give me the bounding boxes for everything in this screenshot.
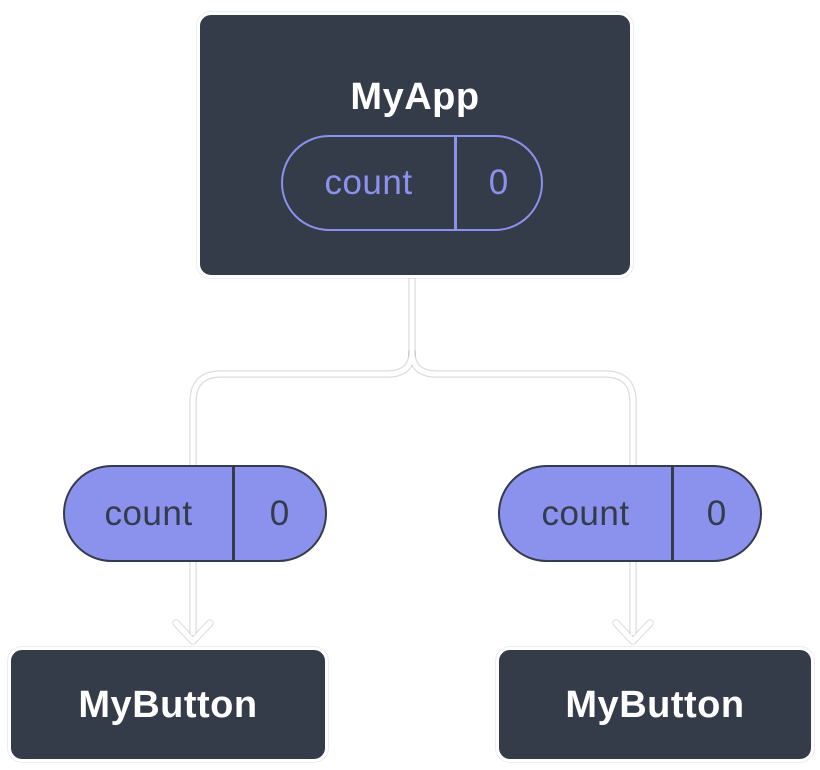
state-pill-value: 0 bbox=[488, 163, 509, 202]
prop-pill-divider bbox=[232, 467, 235, 560]
prop-pill-name: count bbox=[104, 493, 193, 533]
component-title: MyButton bbox=[565, 683, 745, 726]
state-pill-name: count bbox=[324, 163, 413, 202]
state-pill: count 0 bbox=[281, 135, 543, 231]
fork-line-right bbox=[409, 349, 636, 469]
prop-pill-name: count bbox=[541, 493, 630, 533]
component-title: MyApp bbox=[350, 76, 480, 118]
component-title: MyButton bbox=[78, 683, 258, 726]
prop-pill-left: count 0 bbox=[63, 465, 327, 562]
state-pill-divider bbox=[454, 137, 457, 229]
component-card-mybutton-left: MyButton bbox=[8, 647, 328, 762]
fork-line-right-halo bbox=[408, 348, 637, 470]
prop-pill-value: 0 bbox=[706, 493, 727, 533]
prop-pill-divider bbox=[671, 467, 674, 560]
arrowhead-left bbox=[173, 620, 213, 644]
arrowhead-right bbox=[613, 620, 653, 644]
component-card-myapp: MyApp count 0 bbox=[197, 12, 633, 278]
prop-pill-right: count 0 bbox=[498, 465, 762, 562]
prop-pill-value: 0 bbox=[269, 493, 290, 533]
component-card-mybutton-right: MyButton bbox=[496, 647, 814, 762]
fork-line-left bbox=[190, 274, 415, 469]
